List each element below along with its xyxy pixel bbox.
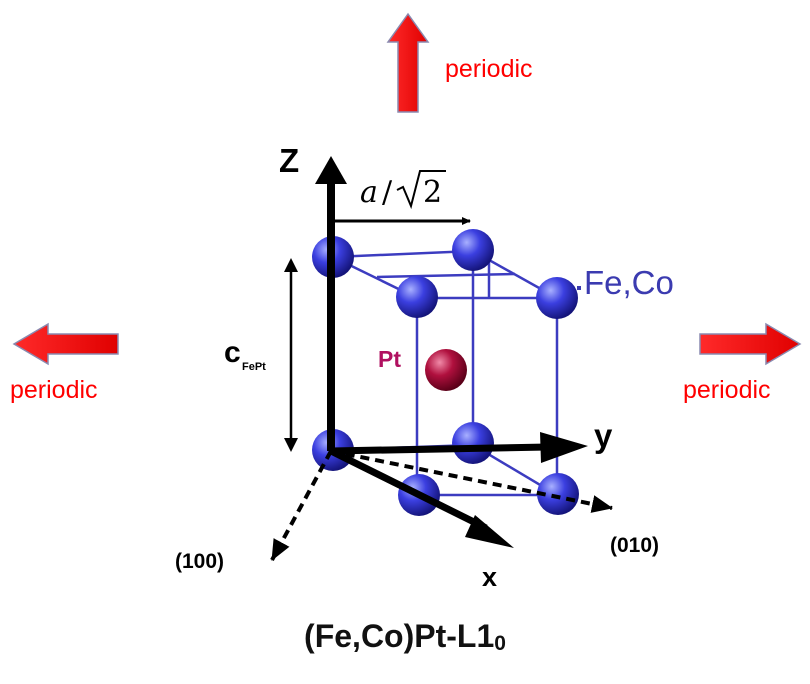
periodic-label-right: periodic xyxy=(683,376,771,404)
feco-label-pointer xyxy=(577,286,581,290)
periodic-arrow-right xyxy=(699,322,802,366)
svg-text:2: 2 xyxy=(423,175,442,210)
x-axis-arrowhead xyxy=(465,515,514,548)
pt-atom xyxy=(425,349,467,391)
periodic-label-left: periodic xyxy=(10,376,98,404)
feco-atom-right-bottom xyxy=(537,473,579,515)
svg-text:/: / xyxy=(382,175,393,210)
svg-text:c: c xyxy=(224,336,241,369)
y-axis-arrowhead xyxy=(540,432,588,463)
periodic-arrow-left xyxy=(12,322,119,366)
feco-atom-back-top xyxy=(452,229,494,271)
periodic-arrow-up xyxy=(386,12,430,113)
feco-atom-front-top xyxy=(396,276,438,318)
direction-100-label: (100) xyxy=(175,550,224,573)
c-fept-label: c FePt xyxy=(224,336,266,373)
periodic-label-top: periodic xyxy=(445,55,533,83)
feco-atom-back-bottom xyxy=(452,422,494,464)
feco-atom-right-top xyxy=(536,277,578,319)
x-axis-label: x xyxy=(482,562,497,592)
z-axis-label: Z xyxy=(279,142,299,179)
z-axis-arrowhead xyxy=(315,156,347,184)
feco-label: Fe,Co xyxy=(584,264,674,301)
pt-label: Pt xyxy=(378,346,401,372)
axes xyxy=(270,156,613,561)
direction-010-label: (010) xyxy=(610,534,659,557)
svg-text:FePt: FePt xyxy=(242,361,266,373)
lattice-a-label: a / 2 xyxy=(360,170,446,210)
svg-text:a: a xyxy=(360,175,378,210)
y-axis-label: y xyxy=(594,417,613,454)
structure-title: (Fe,Co)Pt-L10 xyxy=(304,618,506,655)
